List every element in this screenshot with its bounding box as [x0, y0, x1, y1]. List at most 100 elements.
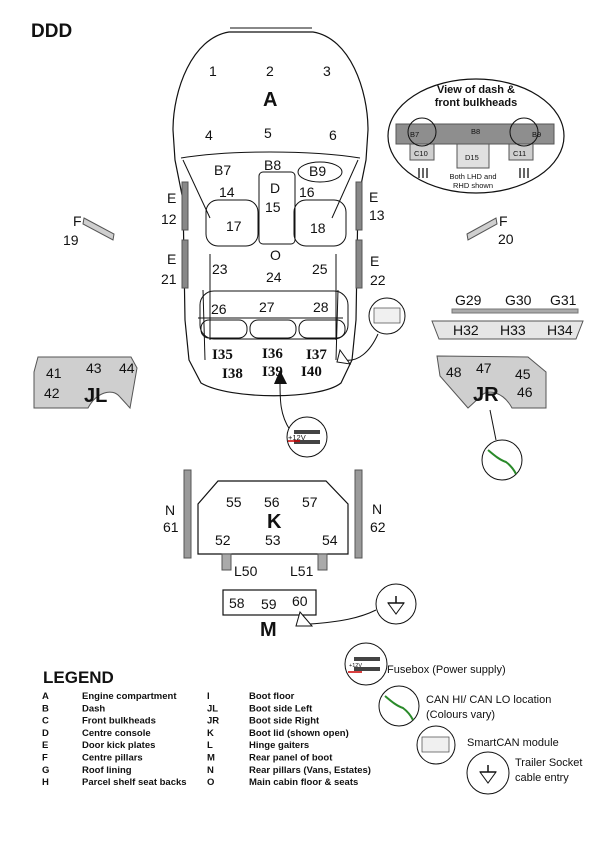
hinge-gaiter-l50 — [221, 553, 232, 571]
location-g30: G30 — [505, 292, 532, 308]
rear-panel-outline — [222, 589, 317, 616]
location-i40: I40 — [301, 364, 322, 380]
location-14: 14 — [219, 184, 235, 200]
location-18: 18 — [310, 220, 326, 236]
location-58: 58 — [229, 595, 245, 611]
location-55: 55 — [226, 494, 242, 510]
legend-label-n: Rear pillars (Vans, Estates) — [249, 765, 371, 776]
location-i38: I38 — [222, 366, 243, 382]
legend-label-k: Boot lid (shown open) — [249, 728, 349, 739]
boot-side-left — [33, 356, 138, 410]
boot-lid-outline — [197, 480, 349, 555]
legend-smartcan-label: SmartCAN module — [467, 737, 559, 749]
location-b9: B9 — [309, 163, 326, 179]
dash-view-note-2: RHD shown — [453, 181, 493, 190]
location-25: 25 — [312, 261, 328, 277]
legend-key-d: D — [42, 728, 49, 739]
location-47: 47 — [476, 360, 492, 376]
parcel-shelf — [431, 320, 584, 340]
legend-label-i: Boot floor — [249, 691, 295, 702]
legend-key-a: A — [42, 691, 49, 702]
location-2: 2 — [266, 63, 274, 79]
legend-label-jl: Boot side Left — [249, 703, 313, 714]
legend-key-o: O — [207, 777, 214, 788]
zone-o-label: O — [270, 247, 281, 263]
location-h32: H32 — [453, 322, 479, 338]
legend-symbol-smartcan: SmartCAN module — [416, 725, 559, 765]
zone-e21-letter: E — [167, 251, 176, 267]
location-i37: I37 — [306, 347, 327, 363]
legend-label-a: Engine compartment — [82, 691, 177, 702]
legend-title: LEGEND — [43, 668, 114, 687]
fusebox-callout — [286, 416, 328, 458]
kick-plate-e21 — [181, 239, 189, 289]
legend-key-b: B — [42, 703, 49, 714]
legend-key-e: E — [42, 740, 48, 751]
zone-n61-number: 61 — [163, 519, 179, 535]
legend-trailer-label-2: cable entry — [515, 772, 569, 784]
location-48: 48 — [446, 364, 462, 380]
location-i36: I36 — [262, 346, 283, 362]
kick-plate-e12 — [181, 181, 189, 231]
legend-symbol-fusebox: +12V Fusebox (Power supply) — [344, 642, 506, 686]
rear-bench-outline — [199, 290, 349, 340]
location-44: 44 — [119, 360, 135, 376]
zone-jr-label: JR — [473, 384, 499, 406]
legend-key-m: M — [207, 753, 215, 764]
dash-view-c10: C10 — [414, 149, 428, 158]
dash-view-b9: B9 — [532, 130, 541, 139]
legend-label-e: Door kick plates — [82, 740, 155, 751]
dash-view-title-1: View of dash & — [437, 84, 515, 96]
zone-e13-letter: E — [369, 189, 378, 205]
legend-symbol-can: CAN HI/ CAN LO location (Colours vary) — [378, 685, 551, 727]
legend-label-m: Rear panel of boot — [249, 753, 333, 764]
zone-a-label: A — [263, 89, 277, 111]
location-41: 41 — [46, 365, 62, 381]
zone-f19-letter: F — [73, 213, 82, 229]
dash-view-c11: C11 — [513, 149, 526, 158]
zone-f19-number: 19 — [63, 232, 79, 248]
location-56: 56 — [264, 494, 280, 510]
zone-jl-label: JL — [84, 385, 107, 407]
location-28: 28 — [313, 299, 329, 315]
legend-label-jr: Boot side Right — [249, 716, 320, 727]
legend-fusebox-label: Fusebox (Power supply) — [387, 664, 506, 676]
legend-trailer-label: Trailer Socket — [515, 757, 582, 769]
fusebox-icon: +12V — [288, 430, 320, 444]
legend-can-label-2: (Colours vary) — [426, 709, 495, 721]
location-1: 1 — [209, 63, 217, 79]
zone-n62-number: 62 — [370, 519, 386, 535]
zone-e21-number: 21 — [161, 271, 177, 287]
legend-symbol-trailer: Trailer Socket cable entry — [466, 751, 582, 795]
legend-label-l: Hinge gaiters — [249, 740, 309, 751]
kick-plate-e22 — [355, 239, 363, 289]
dash-view-d15: D15 — [465, 153, 479, 162]
location-5: 5 — [264, 125, 272, 141]
legend-label-o: Main cabin floor & seats — [249, 777, 358, 788]
legend-key-f: F — [42, 753, 48, 764]
legend-label-f: Centre pillars — [82, 753, 143, 764]
location-43: 43 — [86, 360, 102, 376]
location-b8: B8 — [264, 157, 281, 173]
pillar-f19 — [82, 217, 115, 241]
smartcan-module-icon — [373, 307, 401, 324]
legend-label-g: Roof lining — [82, 765, 132, 776]
b9-highlight — [297, 161, 343, 183]
location-6: 6 — [329, 127, 337, 143]
legend-key-k: K — [207, 728, 214, 739]
pillar-f20 — [466, 217, 498, 241]
location-i35: I35 — [212, 347, 233, 363]
dash-view-b8: B8 — [471, 127, 480, 136]
cabin-seats — [199, 161, 349, 340]
front-seat-left-outline — [205, 199, 259, 247]
rear-pillar-n61 — [183, 469, 192, 559]
dash-view-title-2: front bulkheads — [435, 97, 518, 109]
roof-lining-strip — [451, 308, 579, 314]
zone-n62-letter: N — [372, 501, 382, 517]
location-59: 59 — [261, 596, 277, 612]
legend-key-i: I — [207, 691, 210, 702]
kick-plate-e13 — [355, 181, 363, 231]
legend-key-h: H — [42, 777, 49, 788]
